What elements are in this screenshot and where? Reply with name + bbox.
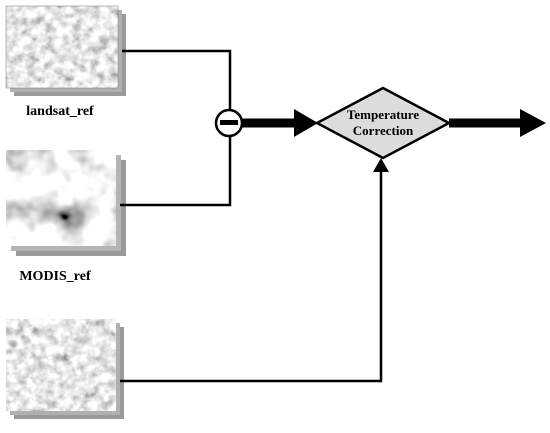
output-arrow xyxy=(449,109,546,137)
third-input-connector-line xyxy=(120,168,383,383)
third-input-image-stack xyxy=(6,319,124,419)
modis-ref-image-stack xyxy=(6,150,126,256)
difference-arrow xyxy=(242,109,318,137)
third-input-arrowhead xyxy=(373,158,389,172)
temperature-correction-node: Temperature Correction xyxy=(314,86,452,160)
landsat-ref-label: landsat_ref xyxy=(26,104,94,119)
minus-operator-icon xyxy=(214,108,244,138)
modis-connector-line xyxy=(120,135,232,207)
landsat-ref-image-stack xyxy=(5,5,126,96)
process-label-line2: Correction xyxy=(353,123,414,138)
process-label-line1: Temperature xyxy=(347,107,419,122)
landsat-connector-line xyxy=(122,49,232,110)
modis-ref-label: MODIS_ref xyxy=(19,269,91,284)
